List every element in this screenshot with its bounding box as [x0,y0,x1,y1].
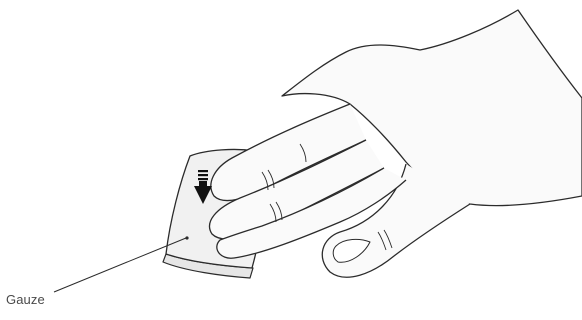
hand [210,10,582,277]
callout-leader-line [54,238,186,292]
callout-label-gauze: Gauze [6,292,45,308]
callout-anchor-dot [185,236,188,239]
